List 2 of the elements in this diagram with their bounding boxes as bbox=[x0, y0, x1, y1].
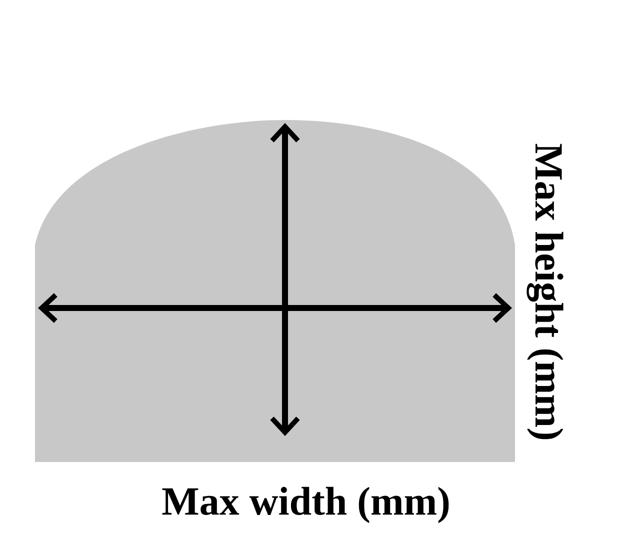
axis-label: Max height (mm) bbox=[526, 144, 564, 440]
axis-label: Max width (mm) bbox=[162, 486, 449, 524]
